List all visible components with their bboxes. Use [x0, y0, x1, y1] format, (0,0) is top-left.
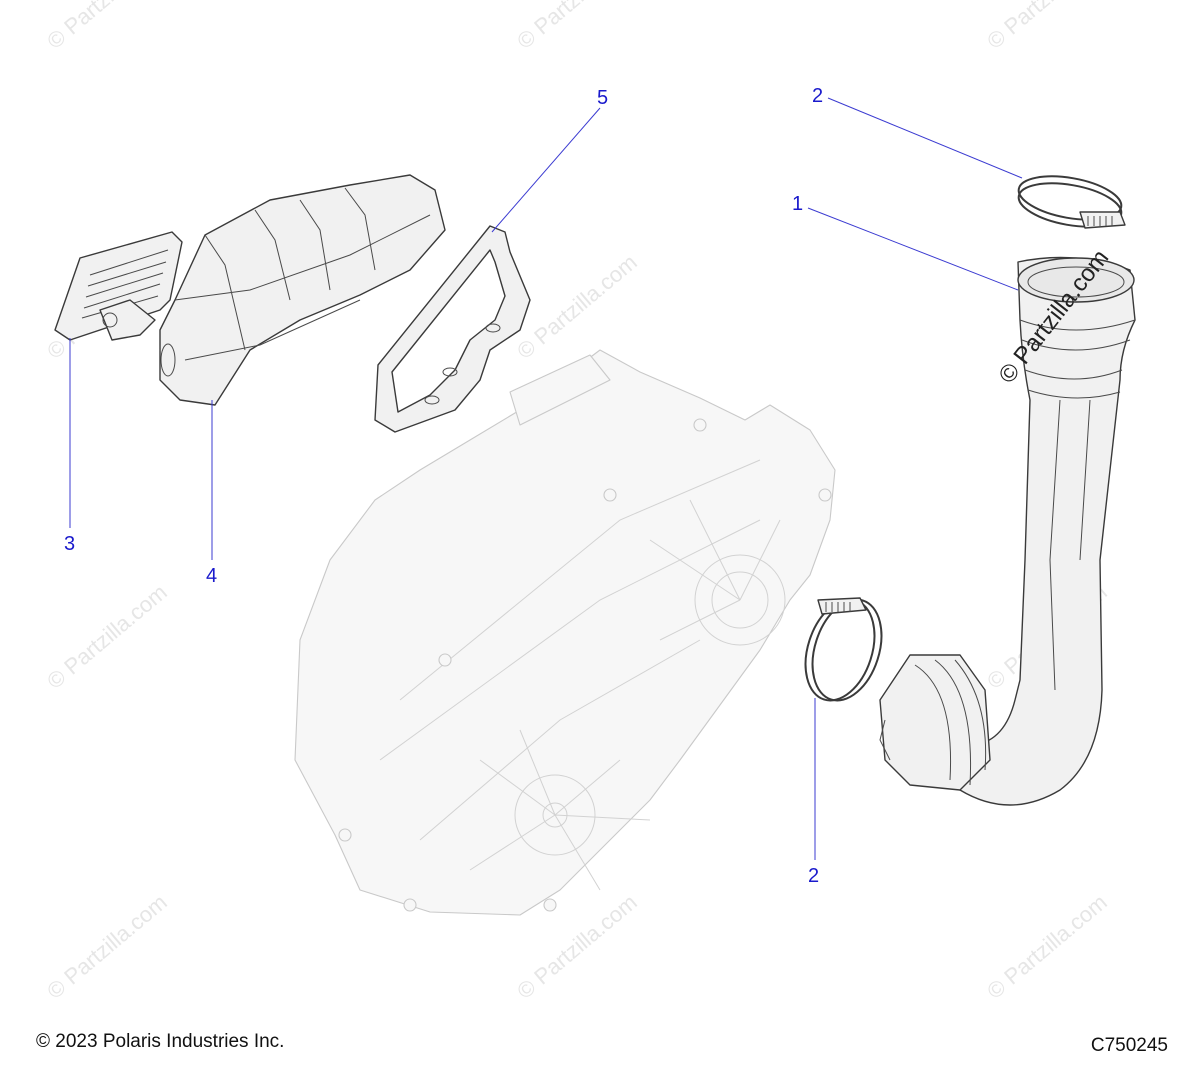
leader-5 — [491, 107, 601, 233]
callout-4: 4 — [206, 565, 217, 587]
callout-2-lower: 2 — [808, 865, 819, 887]
watermark: © Partzilla.com — [982, 889, 1112, 1003]
callout-1: 1 — [792, 193, 803, 215]
watermark: © Partzilla.com — [42, 579, 172, 693]
part-2-clamp-lower — [804, 597, 883, 702]
diagram-code: C750245 — [1090, 1035, 1168, 1056]
watermark: © Partzilla.com — [512, 249, 642, 363]
part-1-intake-duct — [879, 256, 1136, 806]
watermark: © Partzilla.com — [982, 0, 1112, 54]
part-3-screen — [54, 231, 183, 341]
leader-2-upper — [827, 97, 1023, 179]
callout-2-upper: 2 — [812, 85, 823, 107]
watermark: © Partzilla.com — [512, 0, 642, 54]
callout-3: 3 — [64, 533, 75, 555]
callouts: 1 2 2 3 4 5 — [64, 85, 823, 887]
watermark: © Partzilla.com — [42, 0, 172, 54]
watermark: © Partzilla.com — [42, 889, 172, 1003]
callout-5: 5 — [597, 87, 608, 109]
part-5-seal — [374, 225, 531, 433]
leader-lines — [69, 97, 1023, 860]
copyright-text: © 2023 Polaris Industries Inc. — [36, 1031, 285, 1052]
clutch-cover-ghost — [294, 349, 836, 916]
part-4-intake-housing — [159, 174, 446, 406]
part-2-clamp-upper — [1017, 175, 1126, 229]
leader-1 — [807, 207, 1019, 291]
